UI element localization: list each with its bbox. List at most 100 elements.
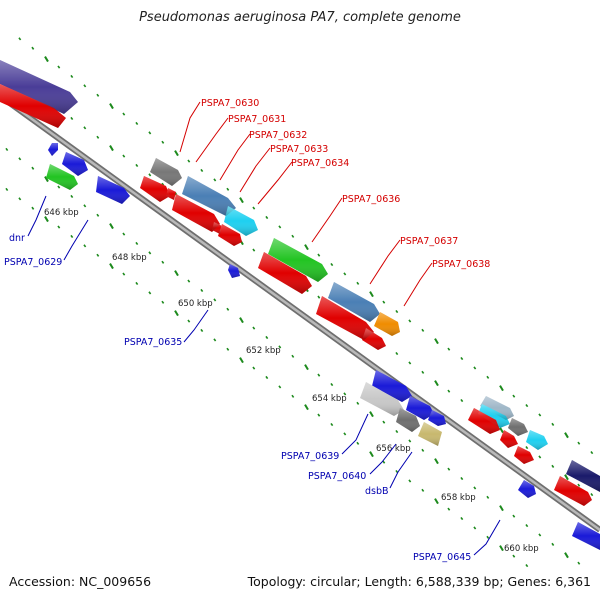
- tick-mark: [31, 206, 35, 210]
- tick-mark: [135, 121, 139, 126]
- tick-mark: [109, 145, 114, 152]
- tick-mark: [252, 248, 256, 252]
- tick-label: 658 kbp: [441, 493, 476, 503]
- gene-label-top: PSPA7_0634: [291, 158, 349, 169]
- gene-label-bottom: PSPA7_0635: [124, 337, 182, 348]
- gene-label-bottom: dnr: [9, 233, 25, 244]
- tick-mark: [525, 564, 529, 568]
- tick-mark: [239, 317, 244, 324]
- tick-label: 654 kbp: [312, 394, 347, 404]
- gene-arrow-shade: [150, 158, 182, 186]
- tick-mark: [525, 446, 529, 450]
- gene-label-bottom: PSPA7_0640: [308, 471, 366, 482]
- tick-mark: [356, 441, 360, 445]
- gene-arrow-shade: [48, 143, 58, 156]
- tick-label: 652 kbp: [246, 346, 281, 356]
- tick-mark: [317, 373, 321, 377]
- tick-mark: [564, 552, 569, 559]
- tick-mark: [499, 427, 504, 434]
- gene-label-top: PSPA7_0638: [432, 259, 490, 270]
- tick-mark: [538, 455, 542, 459]
- gene-arrow-shade: [140, 176, 170, 202]
- tick-mark: [265, 215, 269, 220]
- tick-mark: [5, 147, 9, 152]
- tick-mark: [200, 288, 204, 293]
- tick-mark: [187, 279, 191, 283]
- gene-arrow-shade: [228, 264, 240, 278]
- tick-mark: [356, 281, 360, 285]
- tick-mark: [96, 93, 100, 97]
- tick-mark: [447, 507, 451, 511]
- tick-mark: [369, 411, 374, 418]
- tick-mark: [317, 413, 321, 417]
- tick-mark: [18, 37, 22, 41]
- tick-mark: [395, 351, 399, 356]
- tick-mark: [187, 319, 191, 323]
- tick-mark: [213, 338, 217, 342]
- tick-mark: [538, 533, 542, 537]
- tick-mark: [408, 361, 412, 365]
- tick-mark: [512, 394, 516, 398]
- gene-label-bottom: dsbB: [365, 486, 389, 497]
- tick-mark: [83, 204, 87, 208]
- tick-mark: [473, 366, 477, 370]
- tick-mark: [460, 356, 464, 361]
- tick-mark: [473, 486, 477, 490]
- tick-mark: [395, 429, 399, 434]
- gene-arrow-shade: [406, 396, 434, 420]
- gene-arrow-shade: [480, 396, 514, 420]
- tick-mark: [330, 262, 334, 267]
- genome-summary-text: Topology: circular; Length: 6,588,339 bp…: [247, 574, 591, 589]
- tick-mark: [291, 234, 295, 238]
- gene-arrow-shade: [362, 328, 386, 350]
- tick-mark: [421, 448, 425, 452]
- tick-mark: [83, 84, 87, 88]
- tick-mark: [96, 253, 100, 257]
- tick-mark: [382, 300, 386, 304]
- gene-arrow-shade: [468, 408, 500, 434]
- gene-arrow-shade: [182, 176, 236, 216]
- gene-label-bottom: PSPA7_0645: [413, 552, 471, 563]
- tick-mark: [564, 432, 569, 439]
- gene-arrow-shade: [224, 206, 258, 236]
- gene-arrow-shade: [258, 252, 312, 294]
- tick-mark: [109, 223, 114, 230]
- gene-arrow-shade: [526, 430, 548, 450]
- tick-mark: [382, 460, 386, 464]
- tick-mark: [70, 116, 74, 121]
- tick-mark: [278, 345, 282, 349]
- tick-mark: [70, 194, 74, 199]
- tick-mark: [96, 135, 100, 139]
- gene-label-bottom: PSPA7_0639: [281, 451, 339, 462]
- tick-mark: [434, 338, 439, 345]
- tick-label: 648 kbp: [112, 253, 147, 263]
- tick-mark: [551, 422, 555, 426]
- tick-label: 646 kbp: [44, 208, 79, 218]
- tick-mark: [434, 380, 439, 387]
- tick-mark: [447, 347, 451, 351]
- tick-mark: [577, 483, 581, 487]
- gene-arrow-shade: [572, 522, 600, 550]
- gene-arrow-shade: [218, 224, 242, 246]
- tick-mark: [148, 173, 152, 177]
- tick-mark: [590, 451, 594, 455]
- gene-arrow-shade: [166, 188, 176, 200]
- accession-text: Accession: NC_009656: [9, 574, 152, 589]
- tick-mark: [200, 168, 204, 173]
- tick-mark: [590, 493, 594, 497]
- tick-mark: [83, 244, 87, 248]
- tick-mark: [174, 150, 179, 157]
- tick-dots: [5, 37, 594, 568]
- tick-mark: [226, 187, 230, 191]
- tick-mark: [44, 176, 49, 183]
- tick-mark: [330, 422, 334, 427]
- leader-lines-bottom: [27, 195, 501, 556]
- gene-arrow-shade: [0, 84, 66, 128]
- tick-mark: [538, 413, 542, 417]
- tick-mark: [577, 561, 581, 565]
- tick-mark: [109, 103, 114, 110]
- tick-mark: [473, 526, 477, 530]
- tick-mark: [161, 260, 165, 264]
- tick-mark: [252, 366, 256, 370]
- gene-arrow-shade: [0, 60, 78, 114]
